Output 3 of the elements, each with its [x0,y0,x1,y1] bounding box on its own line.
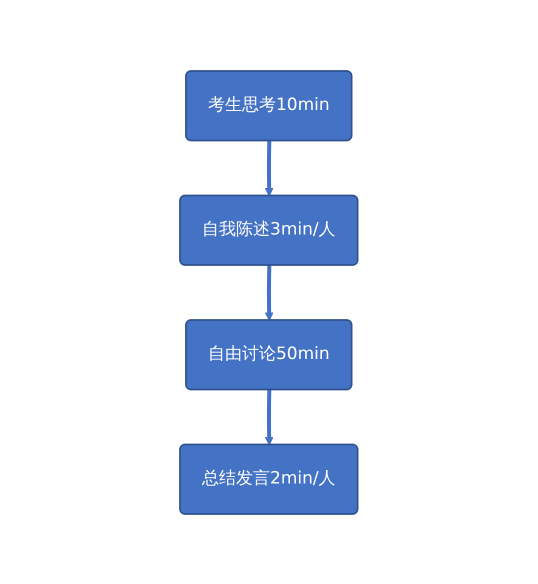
arrow [264,389,274,445]
arrow [264,264,274,320]
arrow [264,140,274,196]
